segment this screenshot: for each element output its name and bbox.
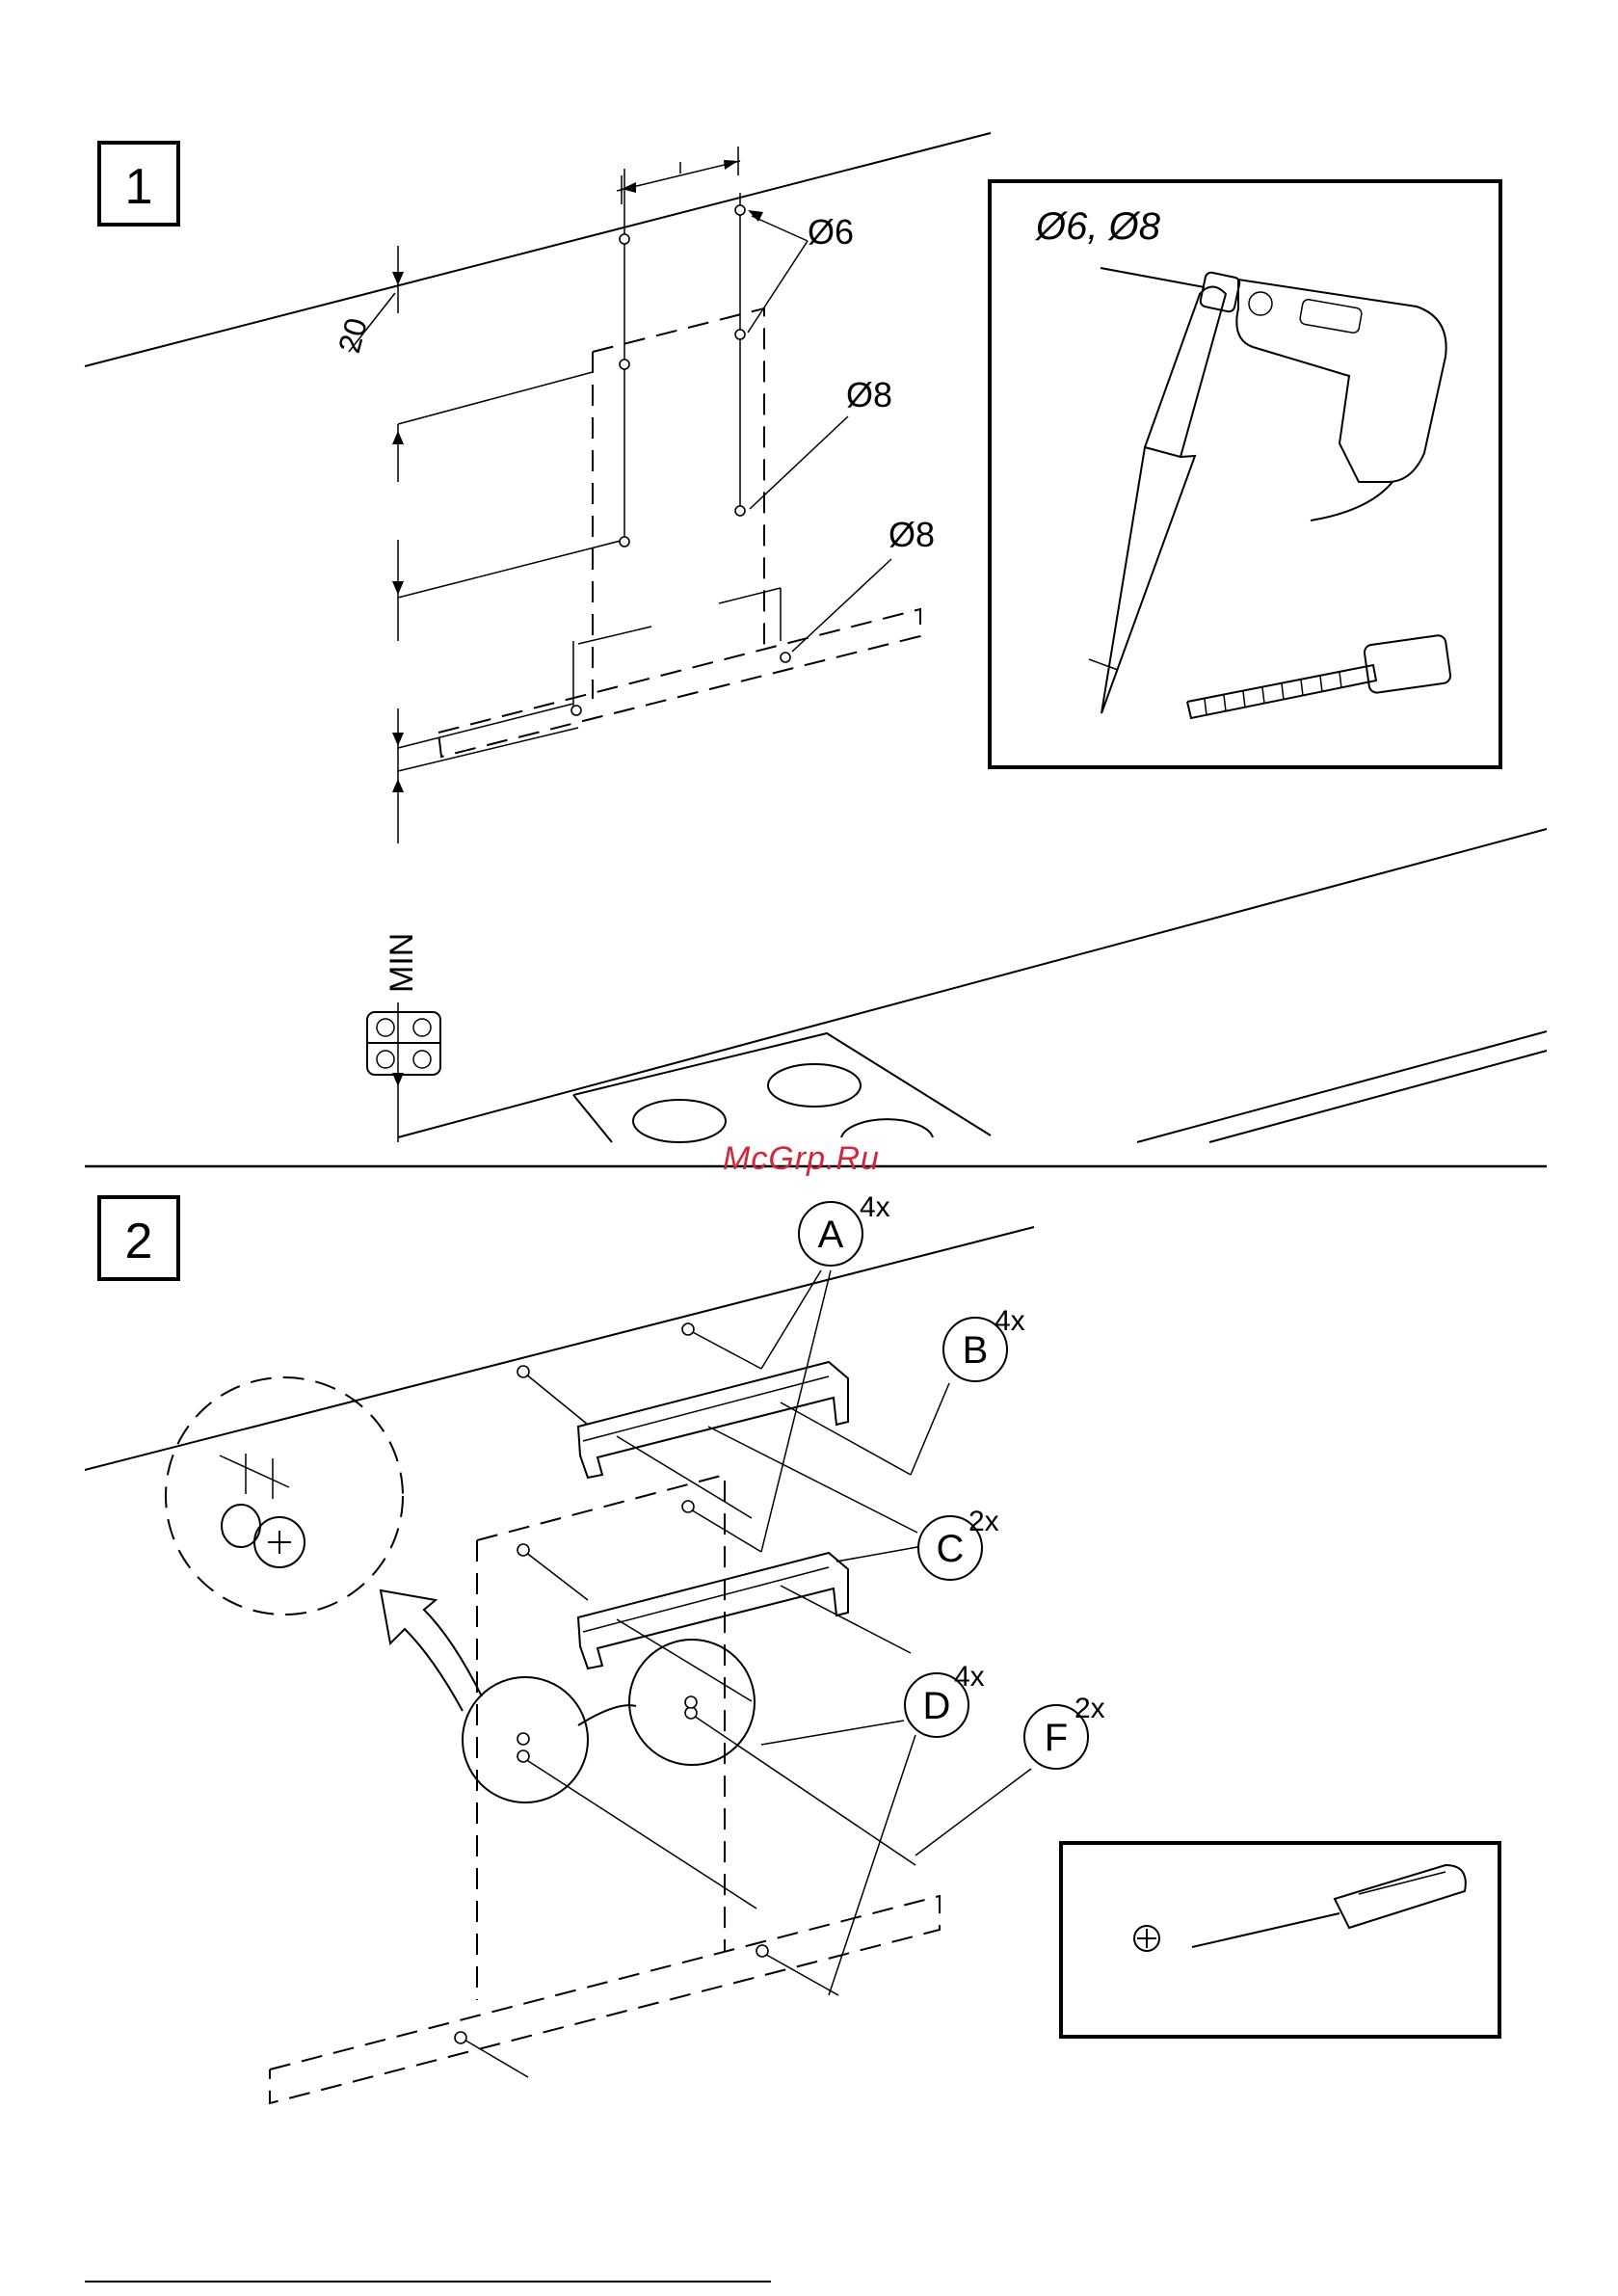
min-label: MIN: [384, 933, 420, 993]
hole-d8-lower-label: Ø8: [889, 515, 935, 554]
part-b-callout: B 4x: [911, 1305, 1025, 1475]
watermark: McGrp.Ru: [723, 1140, 880, 1177]
height-dimension-chain: [392, 246, 781, 1142]
part-f-qty: 2x: [1074, 1693, 1105, 1724]
pencil-icon: [1089, 287, 1226, 714]
screw-detail-icon: [166, 1377, 403, 1615]
tape-measure-icon: [1187, 634, 1451, 718]
width-dimension: [617, 147, 740, 204]
drill-points: [571, 205, 790, 715]
step-2: 2: [85, 1191, 1499, 2103]
hole-d8-upper-label: Ø8: [846, 375, 892, 414]
part-a-letter: A: [818, 1214, 844, 1256]
upper-bracket: [578, 1362, 848, 1478]
step-2-number: 2: [125, 1214, 153, 1269]
drill-icon: [1101, 268, 1446, 521]
worktop: [398, 829, 1547, 1142]
hole-d8-upper-callout: Ø8: [750, 375, 892, 509]
step2-ceiling-line: [85, 1227, 1034, 1470]
screwdriver-icon: [1192, 1865, 1466, 1947]
part-d-letter: D: [923, 1685, 951, 1727]
part-c-callout: C 2x: [708, 1427, 999, 1580]
dimension-20: 20: [332, 314, 374, 357]
part-f-letter: F: [1045, 1717, 1068, 1759]
hole-d6-label: Ø6: [808, 212, 854, 252]
ceiling-line: [85, 133, 991, 366]
part-b-letter: B: [963, 1329, 989, 1372]
part-a-qty: 4x: [860, 1191, 890, 1223]
screwdriver-box: [1061, 1843, 1499, 2037]
tools-heading: Ø6, Ø8: [1034, 205, 1161, 248]
part-c-letter: C: [937, 1528, 965, 1570]
lower-bracket: [578, 1553, 848, 1669]
tools-box: Ø6, Ø8: [990, 181, 1500, 767]
hob-icon: [367, 1012, 440, 1075]
step2-hood-outline: [270, 1475, 940, 2103]
part-a-callout: A 4x: [761, 1191, 890, 1552]
phillips-head-icon: [1134, 1926, 1159, 1951]
step-1-number: 1: [125, 159, 153, 215]
hole-d8-lower-callout: Ø8: [792, 515, 935, 652]
part-c-qty: 2x: [968, 1506, 999, 1537]
step-1: 1: [85, 133, 1547, 1142]
part-d-qty: 4x: [954, 1661, 985, 1693]
part-b-qty: 4x: [995, 1305, 1025, 1337]
